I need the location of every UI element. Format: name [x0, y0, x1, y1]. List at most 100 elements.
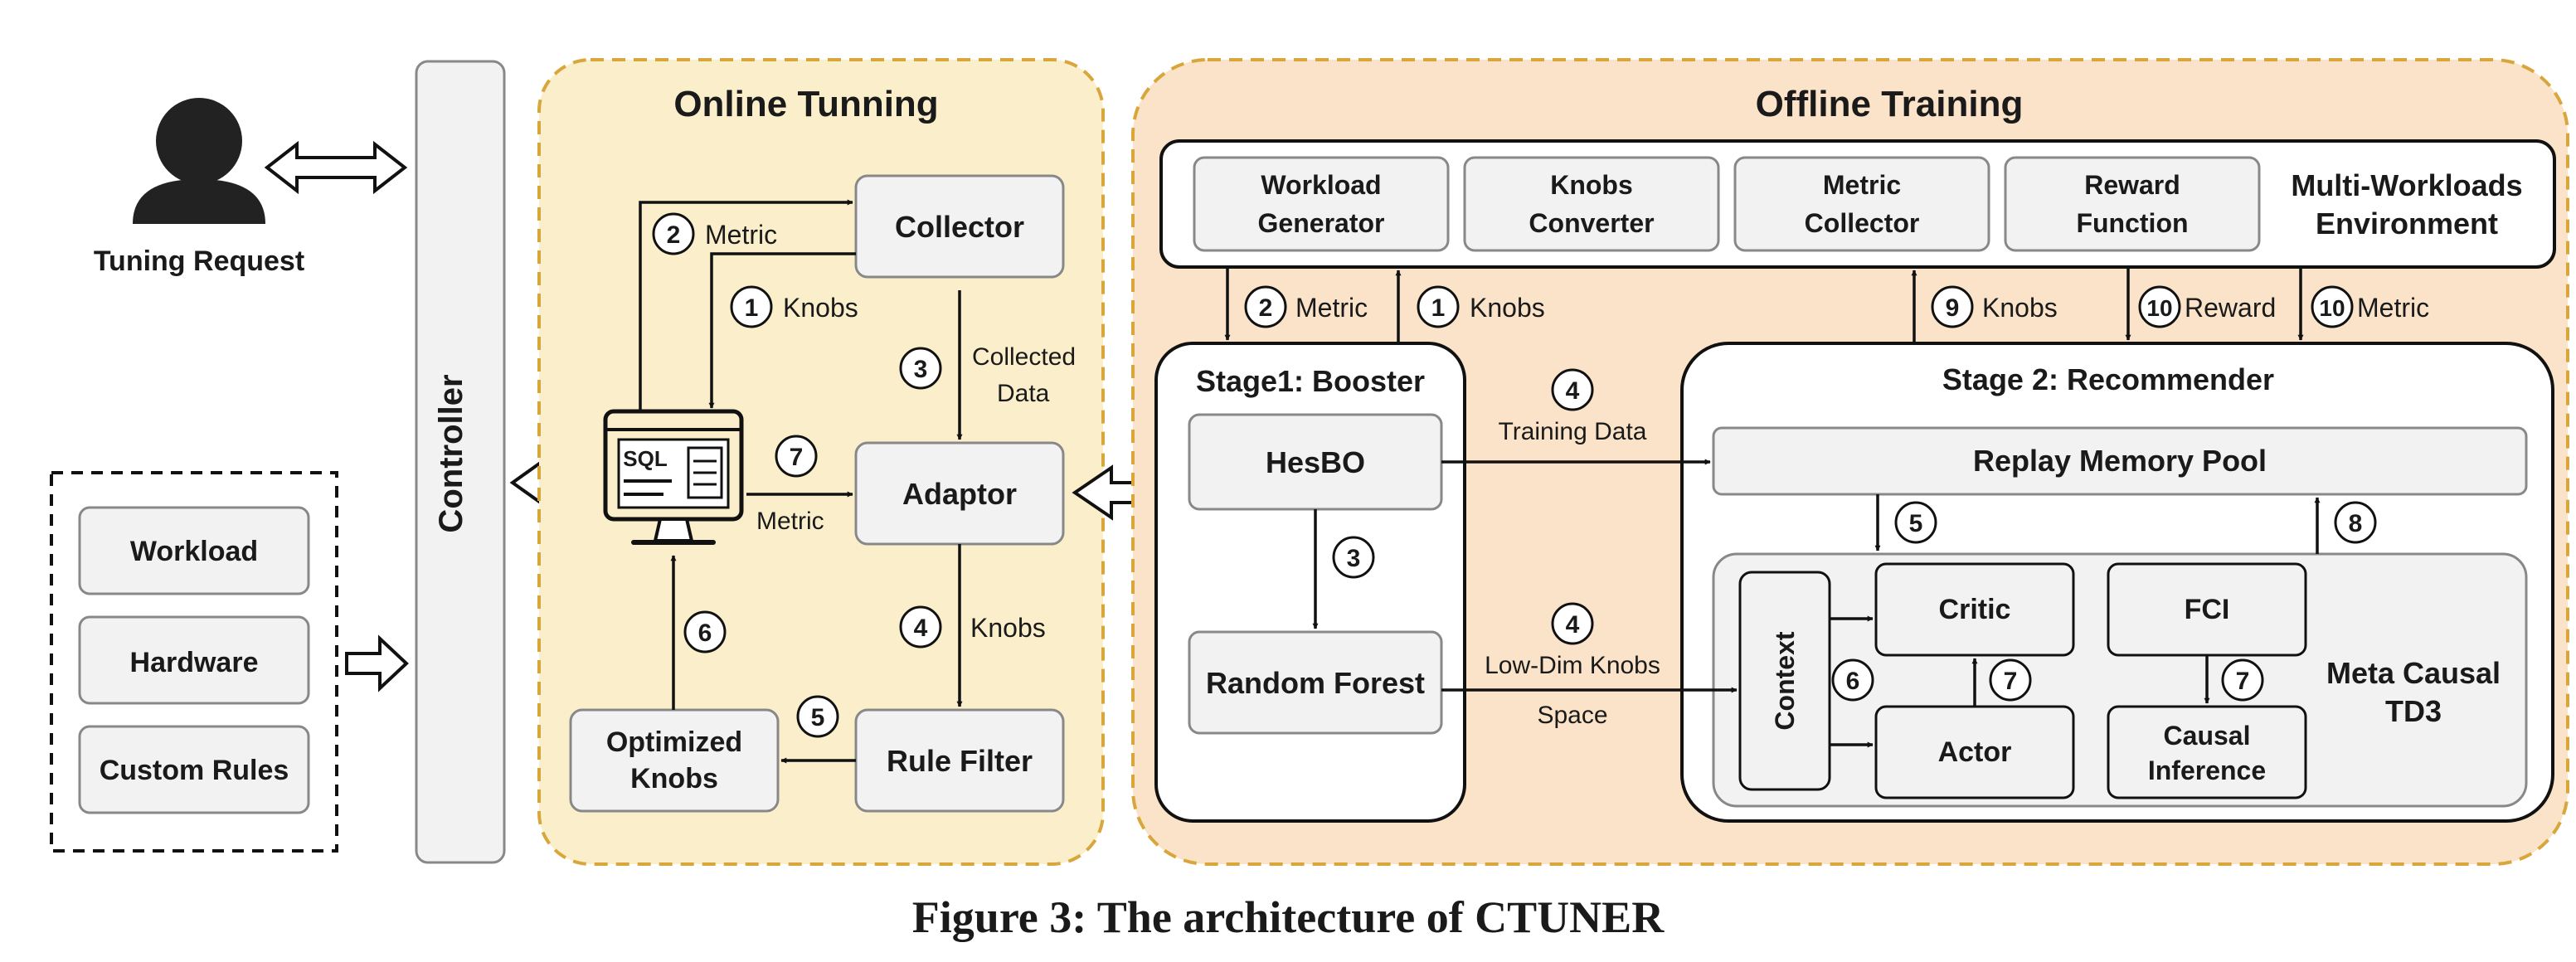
stage2-title: Stage 2: Recommender: [1942, 362, 2274, 396]
online-step-2: 2: [652, 212, 695, 255]
svg-text:Collector: Collector: [1805, 208, 1920, 238]
online-step-6: 6: [683, 610, 727, 653]
random-forest-box: Random Forest: [1188, 630, 1443, 735]
svg-text:3: 3: [1347, 545, 1361, 572]
training-data-label: Training Data: [1499, 418, 1647, 445]
collector-box: Collector: [854, 174, 1065, 279]
svg-text:Workload: Workload: [1261, 170, 1381, 200]
env-label-1: Multi-Workloads: [2291, 168, 2522, 202]
offline-step-4-training: 4: [1551, 368, 1594, 411]
controller-bar: Controller: [415, 60, 506, 864]
arrow-collector-knobs-to-sql: [708, 252, 856, 409]
svg-text:7: 7: [790, 444, 804, 471]
offline-step-3: 3: [1332, 536, 1375, 579]
offline-metric-10-label: Metric: [2357, 293, 2429, 323]
env-knobs-converter: Knobs Converter: [1463, 156, 1720, 252]
svg-text:FCI: FCI: [2185, 594, 2230, 625]
low-dim-label-1: Low-Dim Knobs: [1485, 652, 1660, 679]
online-step-5: 5: [796, 695, 839, 738]
replay-memory-pool-box: Replay Memory Pool: [1712, 426, 2528, 496]
svg-text:8: 8: [2349, 510, 2363, 537]
online-tuning-title: Online Tunning: [673, 84, 938, 124]
svg-text:Rule Filter: Rule Filter: [887, 744, 1033, 778]
low-dim-label-2: Space: [1537, 702, 1607, 729]
svg-text:Workload: Workload: [130, 536, 258, 567]
svg-text:Knobs: Knobs: [1550, 170, 1633, 200]
svg-text:Adaptor: Adaptor: [902, 477, 1017, 511]
rule-filter-box: Rule Filter: [854, 708, 1065, 813]
offline-step-9: 9: [1931, 285, 1974, 328]
svg-text:1: 1: [745, 294, 759, 322]
svg-text:9: 9: [1946, 294, 1960, 322]
svg-text:7: 7: [2236, 668, 2250, 695]
env-workload-generator: Workload Generator: [1193, 156, 1450, 252]
sql-database-icon: SQL: [603, 409, 744, 545]
svg-text:Causal: Causal: [2164, 721, 2251, 751]
svg-text:SQL: SQL: [623, 446, 668, 471]
fci-box: FCI: [2107, 562, 2307, 657]
offline-metric-2-label: Metric: [1295, 293, 1368, 323]
request-double-arrow: [264, 140, 408, 195]
svg-text:5: 5: [811, 704, 825, 731]
svg-text:Random Forest: Random Forest: [1206, 666, 1425, 700]
svg-text:2: 2: [667, 221, 681, 249]
causal-inference-box: Causal Inference: [2107, 705, 2307, 799]
online-collected-data-label-2: Data: [997, 380, 1050, 407]
offline-step-6: 6: [1831, 658, 1874, 702]
svg-text:Generator: Generator: [1258, 208, 1385, 238]
inputs-to-controller-arrow: [345, 634, 409, 692]
svg-text:4: 4: [1566, 377, 1580, 405]
stage1-title: Stage1: Booster: [1196, 364, 1425, 398]
svg-text:1: 1: [1431, 294, 1446, 322]
critic-box: Critic: [1874, 562, 2075, 657]
env-reward-function: Reward Function: [2004, 156, 2261, 252]
svg-text:Hardware: Hardware: [130, 647, 259, 678]
offline-step-5: 5: [1894, 501, 1937, 544]
input-workload: Workload: [78, 506, 310, 595]
offline-step-10-reward: 10: [2138, 285, 2181, 328]
offline-knobs-1-label: Knobs: [1470, 293, 1545, 323]
online-knobs-4-label: Knobs: [970, 613, 1046, 643]
svg-text:Inference: Inference: [2148, 756, 2266, 785]
meta-causal-label-2: TD3: [2385, 694, 2442, 728]
env-label-2: Environment: [2316, 206, 2498, 240]
svg-text:Metric: Metric: [1823, 170, 1901, 200]
offline-step-7-critic: 7: [1989, 658, 2032, 702]
online-collected-data-label-1: Collected: [972, 343, 1076, 371]
svg-text:Custom Rules: Custom Rules: [100, 755, 289, 786]
svg-text:Converter: Converter: [1529, 208, 1654, 238]
svg-text:Critic: Critic: [1939, 594, 2011, 625]
svg-text:4: 4: [1566, 611, 1580, 639]
offline-step-8: 8: [2334, 501, 2377, 544]
hesbo-box: HesBO: [1188, 413, 1443, 511]
offline-step-7-causal: 7: [2221, 658, 2264, 702]
env-metric-collector: Metric Collector: [1733, 156, 1990, 252]
offline-step-1: 1: [1417, 285, 1460, 328]
online-step-7: 7: [775, 435, 818, 478]
svg-text:3: 3: [914, 356, 928, 383]
svg-text:Controller: Controller: [433, 374, 469, 532]
offline-training-title: Offline Training: [1756, 84, 2024, 124]
input-hardware: Hardware: [78, 615, 310, 705]
offline-step-2: 2: [1244, 285, 1287, 328]
svg-text:Optimized: Optimized: [606, 726, 742, 758]
arrow-metric-to-collector: [639, 199, 853, 411]
svg-text:Function: Function: [2076, 208, 2188, 238]
svg-text:2: 2: [1259, 294, 1273, 322]
svg-text:7: 7: [2004, 668, 2018, 695]
online-step-3: 3: [899, 347, 942, 390]
svg-text:HesBO: HesBO: [1266, 445, 1365, 479]
user-icon: [133, 98, 265, 224]
svg-text:Actor: Actor: [1938, 736, 2012, 768]
offline-step-10-metric: 10: [2311, 285, 2354, 328]
svg-text:4: 4: [914, 615, 928, 642]
online-step-4: 4: [899, 605, 942, 649]
svg-text:Context: Context: [1770, 631, 1800, 730]
adaptor-box: Adaptor: [854, 441, 1065, 546]
meta-causal-label-1: Meta Causal: [2326, 656, 2501, 690]
svg-text:Knobs: Knobs: [630, 763, 718, 794]
tuning-request-label: Tuning Request: [94, 245, 304, 277]
svg-text:6: 6: [698, 619, 712, 647]
figure-caption: Figure 3: The architecture of CTUNER: [912, 892, 1665, 942]
